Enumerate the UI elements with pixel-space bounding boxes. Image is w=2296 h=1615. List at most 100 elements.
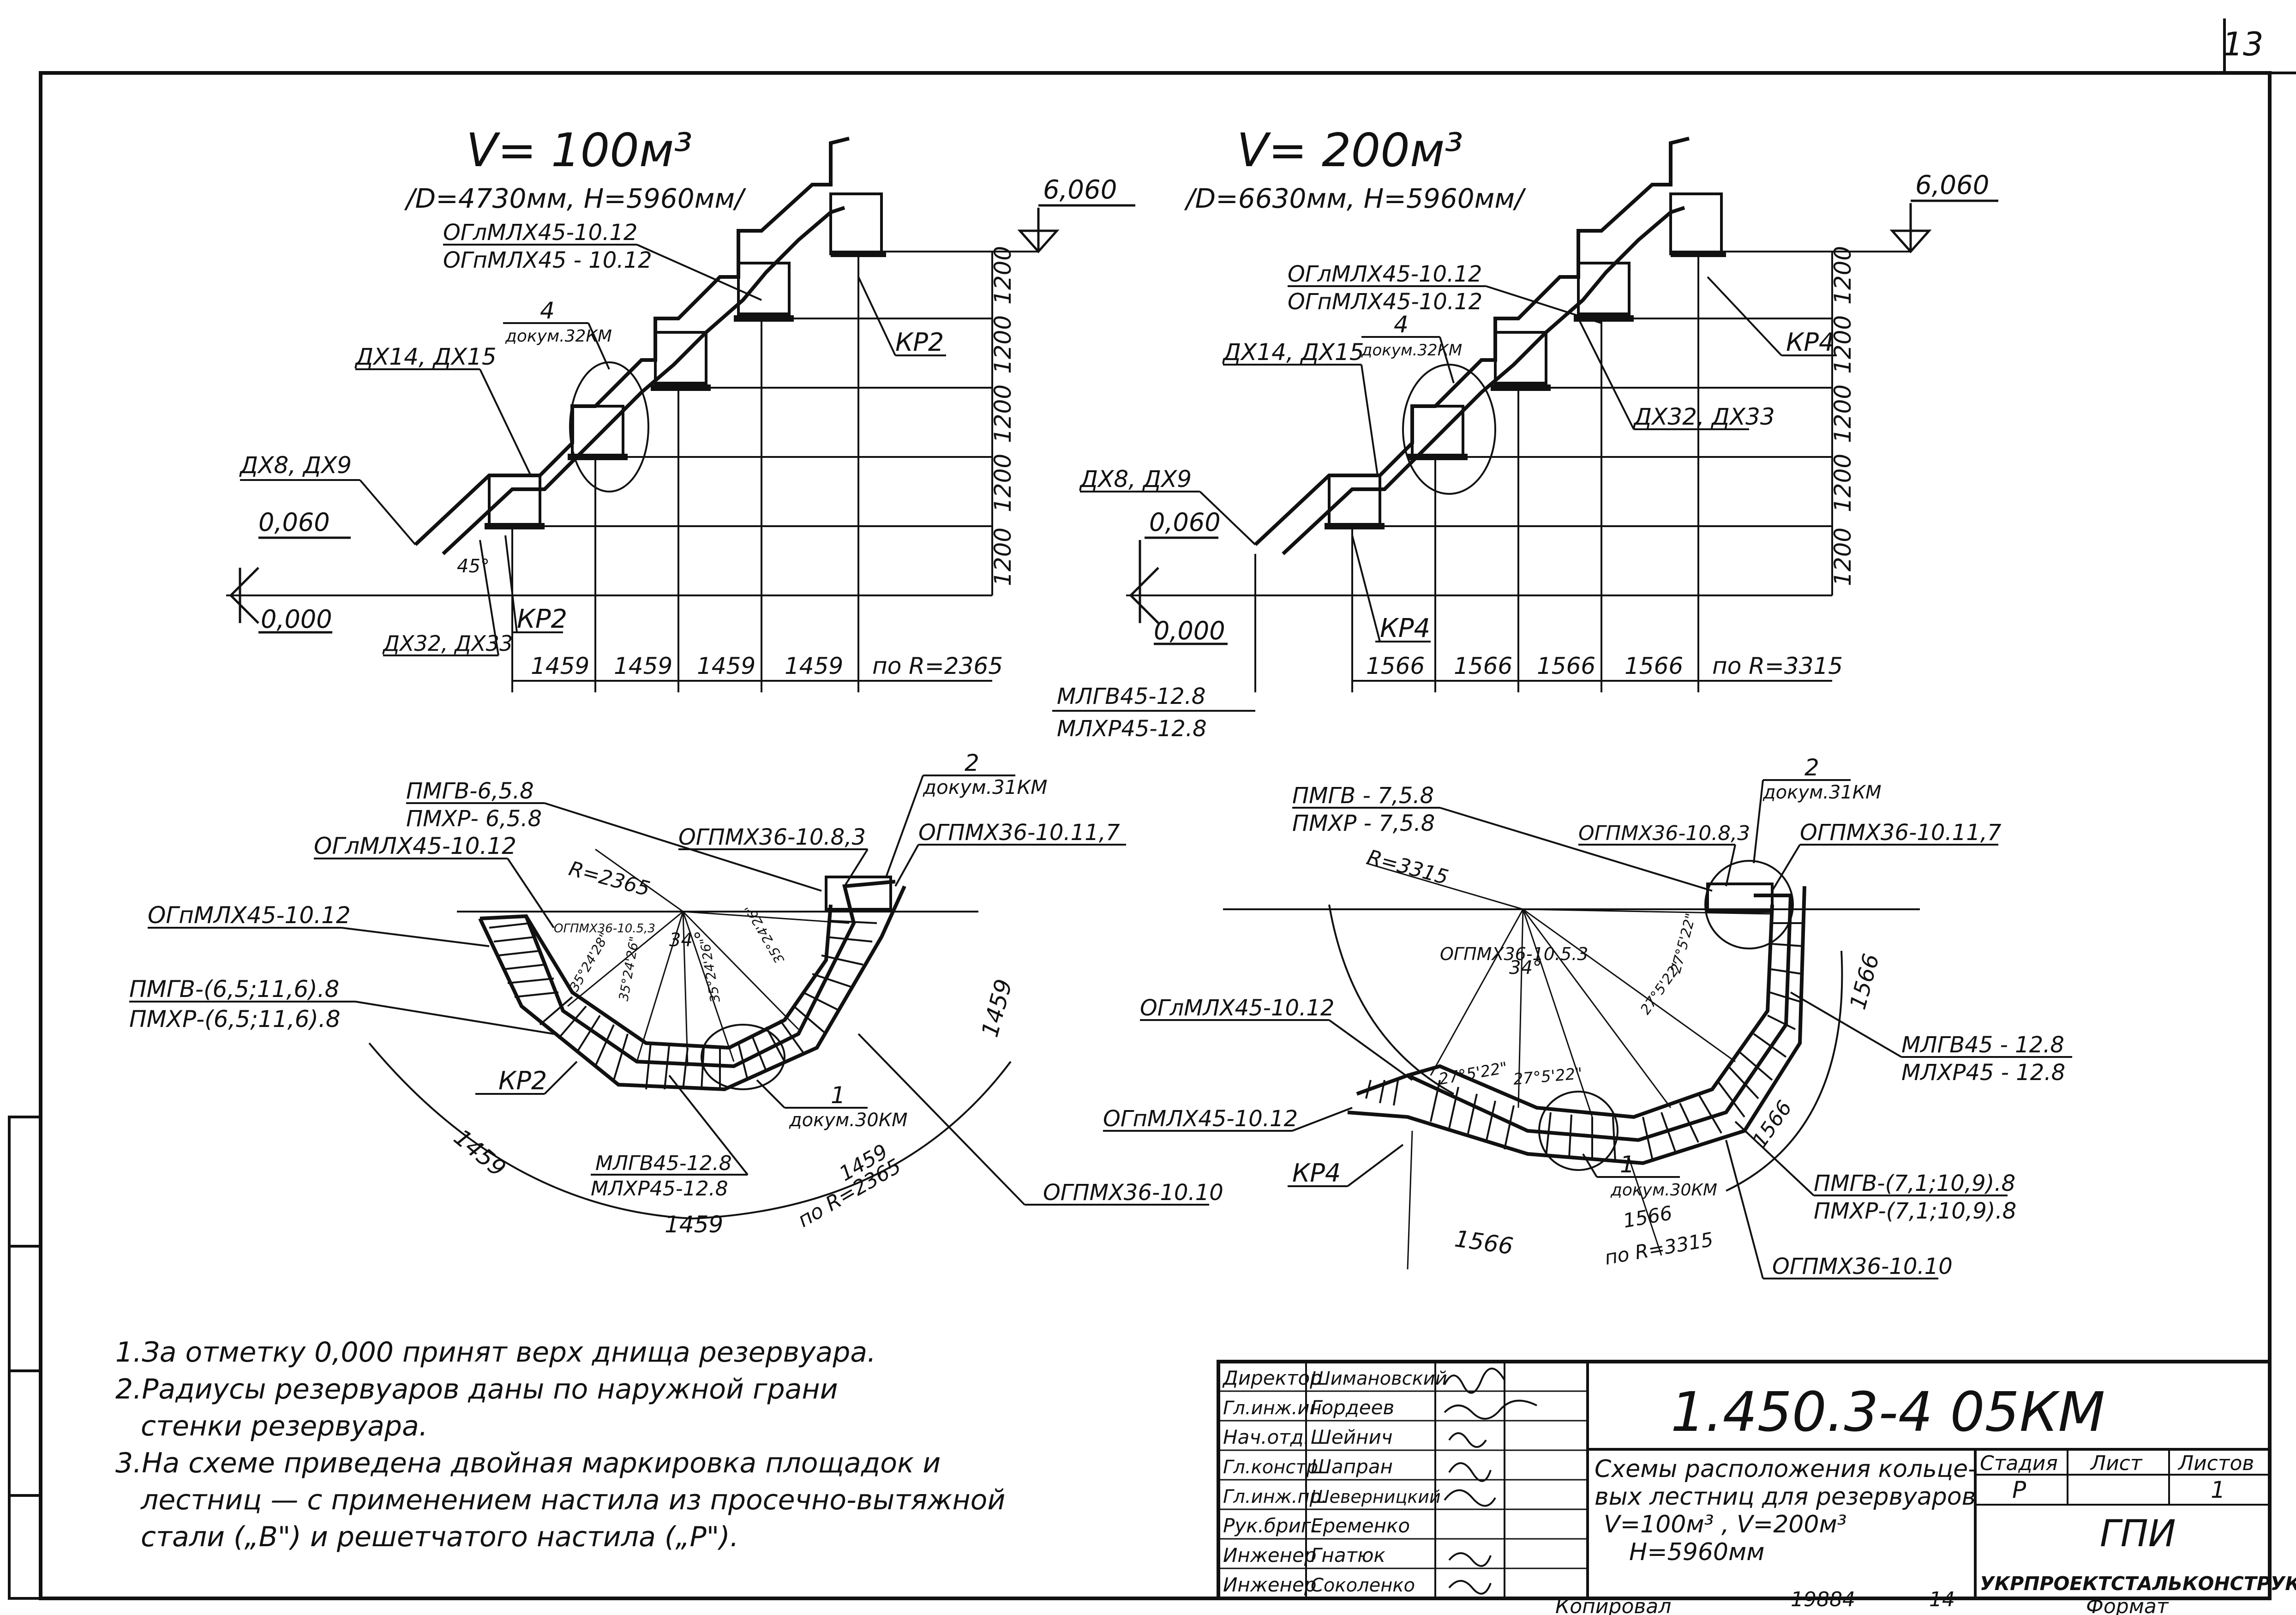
title-block xyxy=(1217,1360,2272,1600)
tank200-title: V= 200м³ xyxy=(1237,123,1463,177)
ring-stair-plan-200 xyxy=(1347,886,1806,1165)
plan200-detail2-doc: докум.31КМ xyxy=(1762,782,1882,803)
name-4: Шапран xyxy=(1311,1455,1393,1478)
height200-dim-5: 1200 xyxy=(1829,246,1856,305)
doc-code: 1.450.3-4 05КМ xyxy=(1671,1380,2105,1444)
plan-ogpmh-53: ОГПМХ36-10.5,3 xyxy=(554,922,655,936)
elevation-zero-label: 0,000 xyxy=(261,605,332,634)
elevation-mark-zero-200 xyxy=(1130,536,1228,645)
footer-format: Формат xyxy=(2086,1595,2169,1615)
footer-num-2: 14 xyxy=(1929,1588,1955,1611)
name-3: Шейнич xyxy=(1311,1426,1393,1448)
step200-width-4: 1566 xyxy=(1625,653,1683,679)
elevation-100: V= 100м³ /D=4730мм, H=5960мм/ xyxy=(226,123,1135,692)
plan200-detail2-num: 2 xyxy=(1804,754,1819,781)
step200-width-3: 1566 xyxy=(1537,653,1595,679)
stair-platforms-200 xyxy=(1328,192,1723,528)
plan-detail2-num: 2 xyxy=(965,750,979,776)
drawing-frame xyxy=(8,18,2296,1600)
plan-100: ПМГВ-6,5.8 ПМХР- 6,5.8 2 докум.31КМ ОГлМ… xyxy=(129,750,1223,1238)
height200-dim-1: 1200 xyxy=(1829,528,1856,586)
plan200-pmhr-range: ПМХР-(7,1;10,9).8 xyxy=(1814,1198,2016,1224)
plan-angle-1: 35°24'28" xyxy=(566,930,612,994)
plan-detail1-doc: докум.30КМ xyxy=(789,1110,908,1131)
plan-ogpmh-117: ОГПМХ36-10.11,7 xyxy=(918,820,1120,846)
kr-label: КР2 xyxy=(517,604,567,634)
top-platform-plan-200 xyxy=(1706,883,1774,913)
role-5: Гл.инж.пр. xyxy=(1223,1486,1327,1507)
height-dim-2: 1200 xyxy=(989,454,1016,512)
spiral-stair-elevation-200 xyxy=(1254,137,1690,555)
note-1: 1.За отметку 0,000 принят верх днища рез… xyxy=(115,1336,876,1369)
plan200-pmhr: ПМХР - 7,5.8 xyxy=(1292,811,1435,836)
plan200-pmgv-range: ПМГВ-(7,1;10,9).8 xyxy=(1814,1171,2015,1196)
plan-pmhr-range: ПМХР-(6,5;11,6).8 xyxy=(129,1006,341,1033)
note-2-cont: стенки резервуара. xyxy=(141,1410,428,1442)
kr-bottom-label-200: КР4 xyxy=(1380,613,1430,643)
footer-num-1: 19884 xyxy=(1791,1588,1855,1611)
sheets-value: 1 xyxy=(2211,1477,2225,1503)
plan200-kr: КР4 xyxy=(1292,1159,1341,1188)
plan-angle-2: 35°24'26" xyxy=(616,935,642,1002)
tank200-dims: /D=6630мм, H=5960мм/ xyxy=(1184,183,1526,214)
plan-pmhr: ПМХР- 6,5.8 xyxy=(406,806,542,832)
title-line-4: H=5960мм xyxy=(1629,1538,1764,1566)
plan-tread-hatching-200 xyxy=(1365,922,1804,1163)
name-1: Шимановский xyxy=(1311,1368,1447,1389)
plan-angle-3: 35°24'26" xyxy=(697,937,723,1003)
plan200-ogp: ОГпМЛХ45-10.12 xyxy=(1103,1106,1298,1132)
plan-arc-label-right: 1459 xyxy=(977,976,1018,1040)
detail4-doc: докум.32КМ xyxy=(505,327,612,346)
height200-dim-4: 1200 xyxy=(1829,315,1856,374)
plan200-mlgv: МЛГВ45 - 12.8 xyxy=(1901,1032,2064,1058)
radius-label-200: по R=3315 xyxy=(1712,653,1843,679)
dx-bottom-label: ДХ32, ДХ33 xyxy=(382,631,513,656)
elevation-zero-label-200: 0,000 xyxy=(1154,616,1225,645)
plan-ogpmh-1010: ОГПМХ36-10.10 xyxy=(1043,1180,1223,1206)
plan-ogpmh-83: ОГПМХ36-10.8,3 xyxy=(678,824,866,850)
plan200-angle-2: 27°5'22" xyxy=(1512,1064,1583,1089)
title-line-2: вых лестниц для резервуаров xyxy=(1595,1483,1976,1511)
height-dim-5: 1200 xyxy=(989,246,1016,305)
sheet-number: 13 xyxy=(2222,25,2263,63)
elevation-top-label-200: 6,060 xyxy=(1915,170,1989,200)
name-6: Еременко xyxy=(1311,1514,1410,1537)
plan200-angle-1: 27°5'22" xyxy=(1438,1058,1509,1088)
footer-stamp: Копировал xyxy=(1555,1595,1671,1615)
elevation-200: V= 200м³ /D=6630мм, H=5960мм/ xyxy=(1052,123,1998,742)
height200-dim-3: 1200 xyxy=(1829,384,1856,443)
height-dim-3: 1200 xyxy=(989,384,1016,443)
note-3: 3.На схеме приведена двойная маркировка … xyxy=(115,1447,941,1479)
org-abbr: ГПИ xyxy=(2100,1512,2176,1555)
step200-width-2: 1566 xyxy=(1454,653,1512,679)
plan200-ogpmh-117: ОГПМХ36-10.11,7 xyxy=(1800,820,2002,846)
role-6: Рук.бриг. xyxy=(1223,1514,1317,1537)
detail1-callout-200 xyxy=(1538,1091,1619,1171)
left-margin-boxes xyxy=(8,1116,42,1600)
plan-pmgv: ПМГВ-6,5.8 xyxy=(406,778,534,804)
plan-kr: КР2 xyxy=(498,1066,547,1095)
plan200-detail1-num: 1 xyxy=(1620,1151,1635,1178)
detail4-callout xyxy=(569,361,649,492)
role-4: Гл.констр. xyxy=(1223,1457,1324,1478)
step-width-4: 1459 xyxy=(785,653,843,679)
kr-right-label-200: КР4 xyxy=(1786,328,1834,357)
platform200-label-1: ОГлМЛХ45-10.12 xyxy=(1288,261,1482,287)
height-dim-4: 1200 xyxy=(989,315,1016,374)
center-radials xyxy=(567,848,850,1067)
note-2: 2.Радиусы резервуаров даны по наружной г… xyxy=(115,1373,838,1405)
plan-arc-label-left: 1459 xyxy=(449,1124,511,1182)
mlhr-label-200: МЛХР45-12.8 xyxy=(1057,716,1207,742)
elevation-mark-zero xyxy=(230,536,351,634)
dx-upper-label-200: ДХ14, ДХ15 xyxy=(1222,339,1364,366)
plan200-arc-label-bottom: 1566 xyxy=(1453,1225,1515,1260)
plan-pmgv-range: ПМГВ-(6,5;11,6).8 xyxy=(129,976,339,1003)
detail4-num-200: 4 xyxy=(1394,311,1409,338)
name-2: Гордеев xyxy=(1311,1396,1394,1419)
plan200-ogpmh-1010: ОГПМХ36-10.10 xyxy=(1772,1254,1953,1279)
step-width-2: 1459 xyxy=(614,653,672,679)
elevation-mark-top-200 xyxy=(1889,199,1998,253)
dx-upper-label: ДХ14, ДХ15 xyxy=(354,343,497,370)
bottom-dimensions xyxy=(511,252,992,692)
